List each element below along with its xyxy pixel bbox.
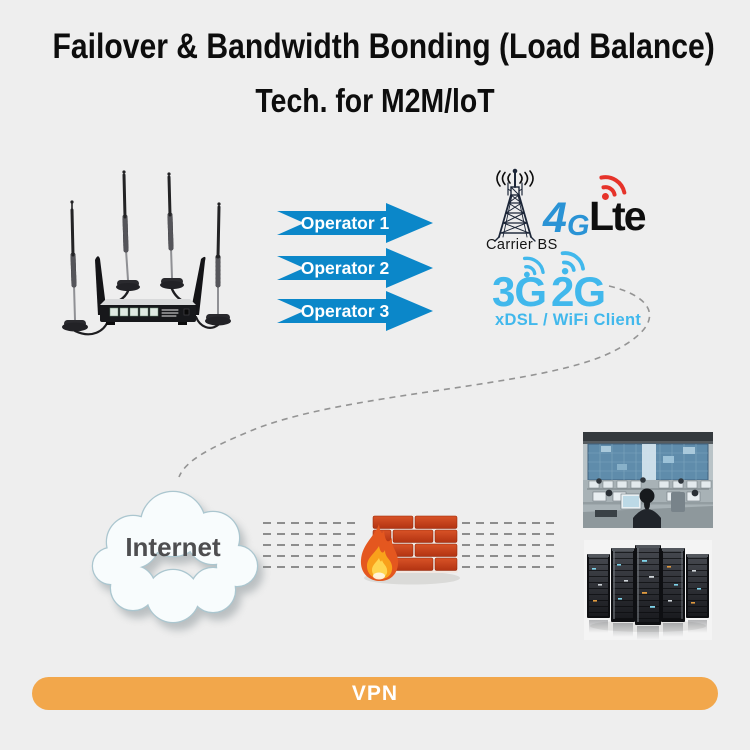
- tech-4g-g-label: G: [567, 210, 590, 242]
- control-room-image: [583, 432, 713, 528]
- page-title-line1: Failover & Bandwidth Bonding (Load Balan…: [52, 27, 715, 66]
- tech-2g-label: 2G: [551, 268, 606, 315]
- page-title: Failover & Bandwidth Bonding (Load Balan…: [0, 27, 750, 67]
- internet-cloud: Internet: [91, 490, 259, 624]
- antenna-far-left: [62, 200, 110, 336]
- operator-person: [595, 488, 685, 528]
- rack-reflection: [589, 620, 707, 640]
- xdsl-wifi-client-label: xDSL / WiFi Client: [495, 311, 642, 329]
- rack-towers: [587, 545, 709, 625]
- antenna-center-left: [104, 170, 140, 314]
- operator-2-label: Operator 2: [300, 257, 390, 278]
- operator-2-arrow: Operator 2: [277, 248, 433, 288]
- wifi-signal-icon-3g: [522, 256, 545, 278]
- operator-1-label: Operator 1: [300, 212, 390, 233]
- cloud-to-firewall-links: [263, 522, 356, 568]
- wifi-signal-icon-2g: [560, 251, 585, 275]
- vpn-label: VPN: [351, 681, 399, 705]
- cellular-router-image: [62, 170, 231, 336]
- video-wall: [587, 443, 709, 481]
- tech-lte-label: Lte: [589, 193, 646, 239]
- firewall-icon: [360, 515, 460, 585]
- operator-3-label: Operator 3: [300, 300, 390, 321]
- page-subtitle: Tech. for M2M/loT: [0, 82, 750, 120]
- carrier-bs-label: Carrier BS: [486, 237, 558, 253]
- blade-antenna-left: [95, 256, 107, 315]
- cell-tower-icon: [494, 168, 536, 242]
- page-title-line2: Tech. for M2M/loT: [255, 82, 495, 119]
- arrow-right-icon: [277, 203, 433, 243]
- tech-4g-label: 4: [543, 194, 567, 242]
- antenna-center-right: [160, 172, 192, 313]
- operator-1-arrow: Operator 1: [277, 203, 433, 243]
- brick-wall: [372, 515, 458, 573]
- arrow-right-icon: [277, 248, 433, 288]
- router-body: [100, 299, 196, 325]
- firewall-to-lan-links: [462, 522, 556, 568]
- operator-3-arrow: Operator 3: [277, 291, 433, 331]
- wifi-signal-icon-red: [599, 175, 627, 200]
- flame-icon: [360, 524, 399, 581]
- vpn-bar: VPN: [32, 677, 718, 710]
- internet-label: Internet: [125, 532, 221, 562]
- radio-waves-icon: [496, 170, 534, 187]
- server-rack-image: [584, 540, 712, 640]
